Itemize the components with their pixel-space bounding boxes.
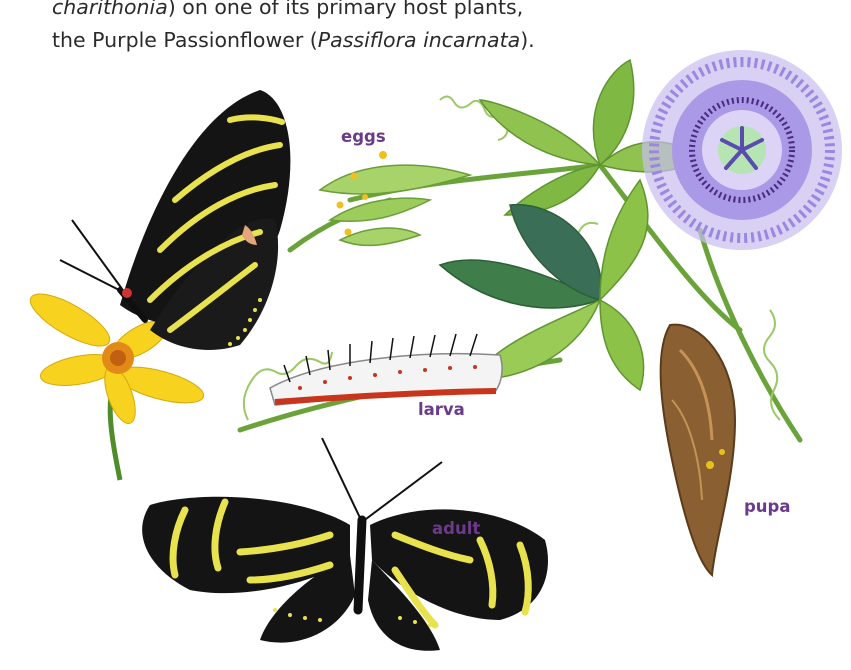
- chrysalis: [661, 325, 735, 575]
- eggs-label: eggs: [341, 127, 386, 146]
- caterpillar: [270, 334, 502, 405]
- adult-butterfly: [142, 438, 548, 651]
- adult-label: adult: [432, 519, 480, 538]
- pupa-label: pupa: [744, 497, 791, 516]
- larva-label: larva: [418, 400, 465, 419]
- eggs-on-buds: [320, 151, 470, 245]
- perched-butterfly: [60, 90, 290, 350]
- passionflower-blossom: [642, 50, 842, 250]
